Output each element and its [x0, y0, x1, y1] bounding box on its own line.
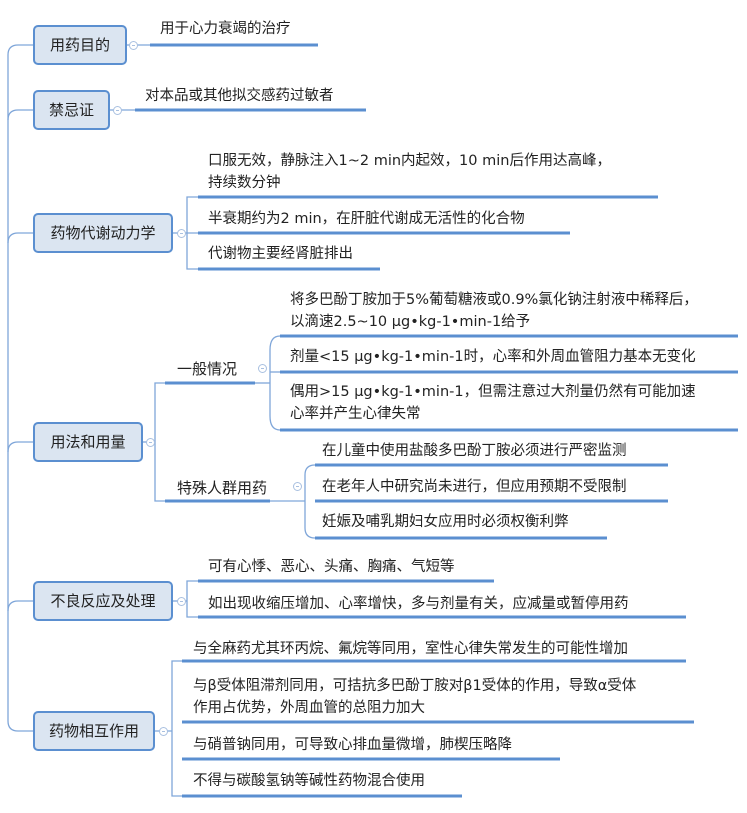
leaf-text: 偶用>15 μg•kg-1•min-1，但需注意过大剂量仍然有可能加速: [290, 384, 696, 400]
leaf-text: 妊娠及哺乳期妇女应用时必须权衡利弊: [322, 514, 569, 530]
collapse-icon[interactable]: [293, 482, 302, 491]
leaf-text: 剂量<15 μg•kg-1•min-1时，心率和外周血管阻力基本无变化: [290, 349, 696, 365]
leaf-text: 对本品或其他拟交感药过敏者: [145, 88, 334, 104]
leaf-text: 用于心力衰竭的治疗: [160, 21, 291, 37]
leaf-text: 持续数分钟: [208, 175, 281, 191]
leaf-text: 以滴速2.5~10 μg•kg-1•min-1给予: [290, 314, 531, 330]
leaf-text: 在老年人中研究尚未进行，但应用预期不受限制: [322, 479, 627, 495]
collapse-icon[interactable]: [113, 106, 122, 115]
leaf-text: 与β受体阻滞剂同用，可拮抗多巴酚丁胺对β1受体的作用，导致α受体: [193, 678, 637, 694]
leaf-text: 作用占优势，外周血管的总阻力加大: [193, 700, 425, 716]
topic-purpose[interactable]: 用药目的: [33, 25, 127, 65]
subtopic-special-populations[interactable]: 特殊人群用药: [177, 479, 268, 497]
leaf-text: 与硝普钠同用，可导致心排血量微增，肺楔压略降: [193, 737, 512, 753]
topic-pharmacokinetics[interactable]: 药物代谢动力学: [33, 213, 173, 253]
leaf-text: 如出现收缩压增加、心率增快，多与剂量有关，应减量或暂停用药: [208, 596, 629, 612]
topic-adverse-reactions[interactable]: 不良反应及处理: [33, 581, 173, 621]
leaf-text: 可有心悸、恶心、头痛、胸痛、气短等: [208, 559, 455, 575]
collapse-icon[interactable]: [177, 229, 186, 238]
subtopic-general[interactable]: 一般情况: [177, 360, 238, 378]
leaf-text: 代谢物主要经肾脏排出: [208, 246, 353, 262]
topic-drug-interactions[interactable]: 药物相互作用: [33, 711, 155, 751]
leaf-text: 口服无效，静脉注入1~2 min内起效，10 min后作用达高峰，: [208, 153, 611, 169]
leaf-text: 心率并产生心律失常: [290, 406, 421, 422]
collapse-icon[interactable]: [177, 597, 186, 606]
collapse-icon[interactable]: [258, 364, 267, 373]
collapse-icon[interactable]: [129, 41, 138, 50]
topic-contraindication[interactable]: 禁忌证: [33, 90, 110, 130]
leaf-text: 半衰期约为2 min，在肝脏代谢成无活性的化合物: [208, 211, 525, 227]
leaf-text: 不得与碳酸氢钠等碱性药物混合使用: [193, 773, 425, 789]
collapse-icon[interactable]: [159, 727, 168, 736]
collapse-icon[interactable]: [146, 438, 155, 447]
leaf-text: 将多巴酚丁胺加于5%葡萄糖液或0.9%氯化钠注射液中稀释后，: [290, 292, 698, 308]
leaf-text: 与全麻药尤其环丙烷、氟烷等同用，室性心律失常发生的可能性增加: [193, 641, 628, 657]
leaf-text: 在儿童中使用盐酸多巴酚丁胺必须进行严密监测: [322, 443, 627, 459]
topic-dosage[interactable]: 用法和用量: [33, 422, 143, 462]
